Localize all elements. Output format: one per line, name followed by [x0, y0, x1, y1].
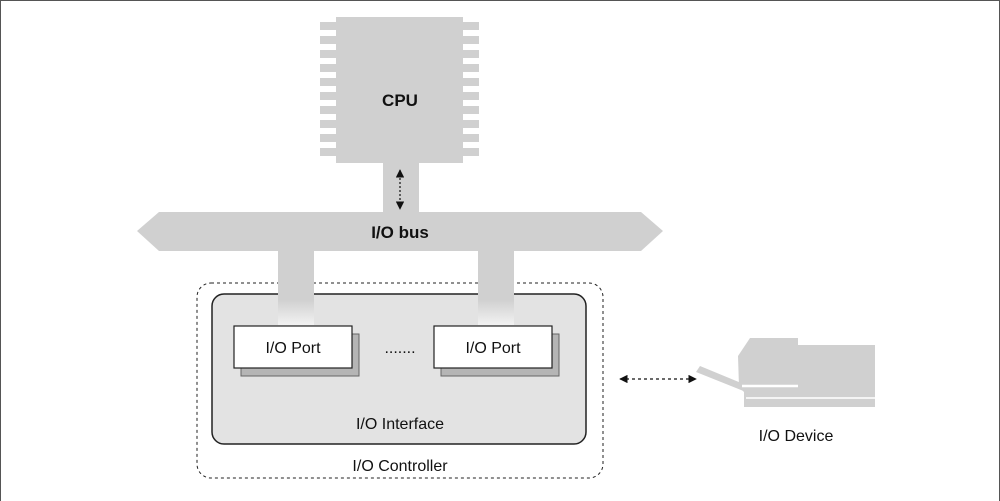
bus-port-connector-left-fade [278, 299, 314, 325]
ports-ellipsis: ....... [384, 340, 415, 357]
cpu-pin-right [463, 78, 479, 86]
cpu-pin-left [320, 22, 336, 30]
cpu-pin-left [320, 134, 336, 142]
cpu-pin-left [320, 120, 336, 128]
bus-port-connector-left [278, 249, 314, 299]
io-port-left [233, 325, 353, 369]
cpu-pin-left [320, 36, 336, 44]
io-bus [137, 212, 663, 251]
cpu-pin-left [320, 148, 336, 156]
cpu-pin-right [463, 64, 479, 72]
bus-port-connector-right-fade [478, 299, 514, 325]
cpu-pin-right [463, 148, 479, 156]
bus-port-connector-right [478, 249, 514, 299]
cpu-pin-left [320, 106, 336, 114]
cpu-pin-left [320, 50, 336, 58]
io-controller-boundary [196, 282, 604, 479]
cpu-pin-left [320, 78, 336, 86]
bus-label: I/O bus [371, 223, 429, 242]
cpu-label: CPU [382, 91, 418, 110]
io-port-right-label: I/O Port [465, 340, 521, 357]
io-device-icon [696, 338, 875, 407]
io-port-left-label: I/O Port [265, 340, 321, 357]
cpu-pin-right [463, 134, 479, 142]
io-interface-label: I/O Interface [356, 416, 444, 433]
io-controller-label: I/O Controller [352, 458, 448, 475]
cpu-pin-right [463, 106, 479, 114]
cpu-pin-left [320, 64, 336, 72]
cpu-pin-right [463, 22, 479, 30]
cpu-pin-right [463, 36, 479, 44]
cpu-pin-right [463, 120, 479, 128]
cpu-pins [320, 22, 479, 156]
cpu-chip [336, 17, 463, 163]
io-port-right [433, 325, 553, 369]
cpu-bus-connector [383, 160, 419, 214]
cpu-pin-left [320, 92, 336, 100]
cpu-pin-right [463, 50, 479, 58]
io-device-label: I/O Device [759, 428, 834, 445]
cpu-pin-right [463, 92, 479, 100]
